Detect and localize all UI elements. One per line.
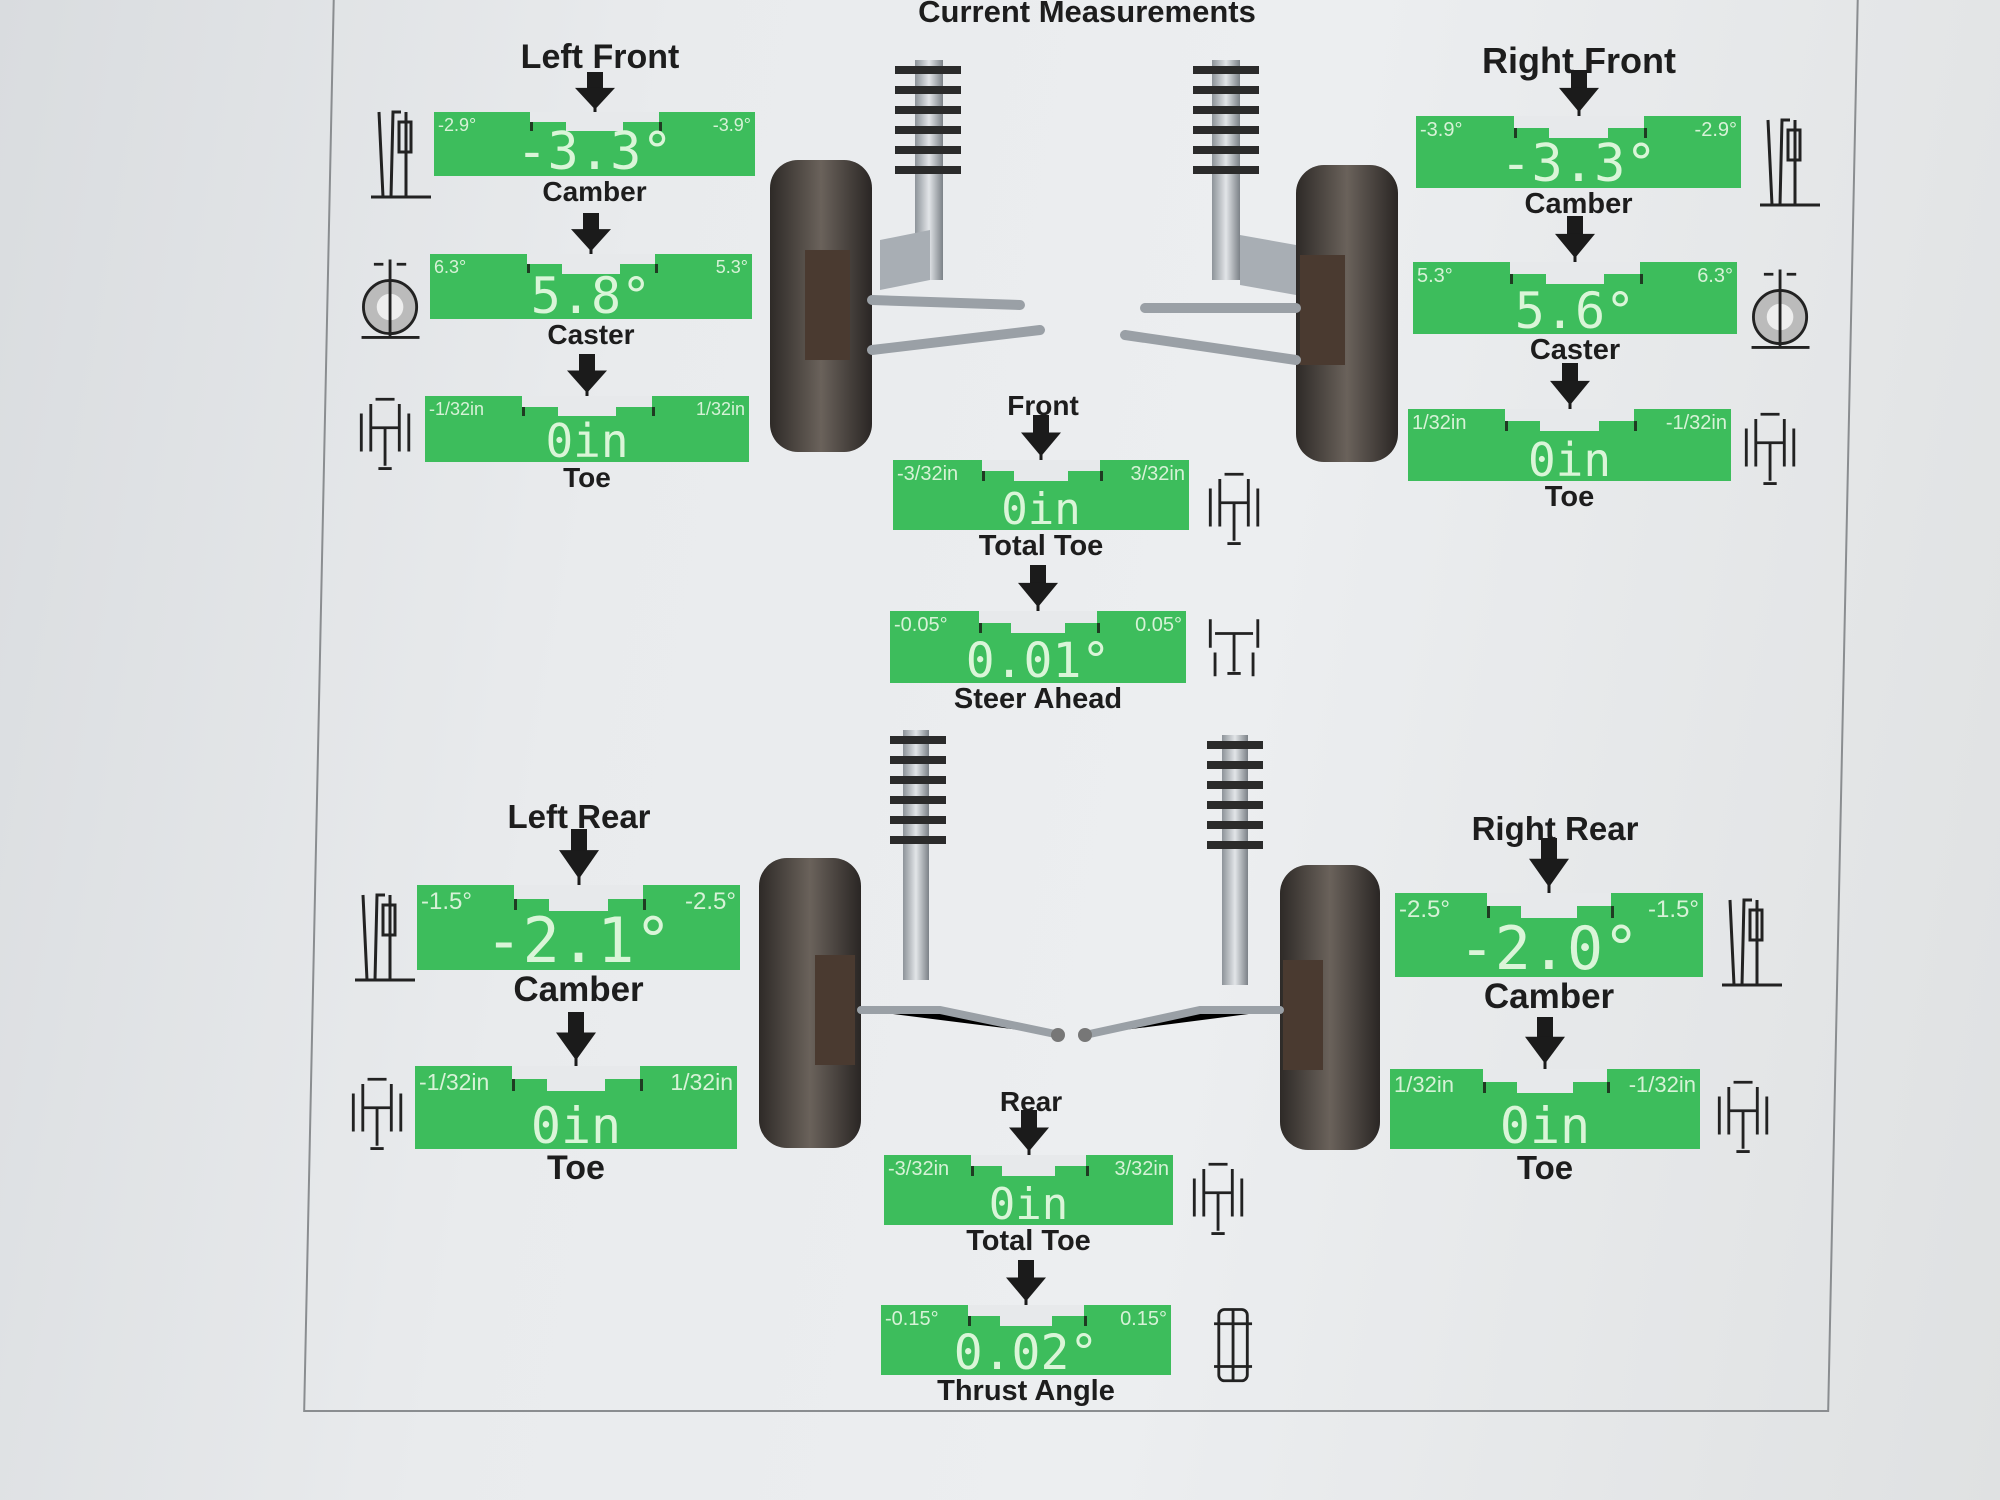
right-front-toe-range-bar: 1/32in -1/32in 0in bbox=[1408, 409, 1731, 487]
right-front-caster-max-value: 6.3° bbox=[1697, 264, 1733, 287]
right-rear-toe-max-value: -1/32in bbox=[1628, 1072, 1696, 1098]
steer-ahead-current-value: 0.01° bbox=[965, 633, 1111, 689]
left-front-caster-max-value: 5.3° bbox=[715, 256, 748, 277]
front-left-wheel-illustration bbox=[770, 60, 1045, 452]
rear-total-toe-max-value: 3/32in bbox=[1114, 1157, 1170, 1180]
left-front-toe-range-bar: -1/32in 1/32in 0in bbox=[425, 396, 749, 468]
left-front-toe-min-value: -1/32in bbox=[429, 398, 485, 419]
rear-total-toe-min-value: -3/32in bbox=[888, 1157, 950, 1180]
left-rear-camber-label: Camber bbox=[513, 970, 644, 1009]
rear-total-toe-range-bar: -3/32in 3/32in 0in bbox=[884, 1155, 1173, 1230]
right-rear-toe-current-value: 0in bbox=[1499, 1097, 1591, 1155]
front-total-toe-max-value: 3/32in bbox=[1130, 462, 1186, 485]
right-rear-toe-range-bar: 1/32in -1/32in 0in bbox=[1390, 1069, 1700, 1155]
left-rear-toe-label: Toe bbox=[547, 1149, 605, 1187]
left-front-camber-range-bar: -2.9° -3.9° -3.3° bbox=[434, 112, 755, 182]
left-front-toe-label: Toe bbox=[563, 462, 611, 493]
right-front-caster-current-value: 5.6° bbox=[1514, 282, 1636, 340]
steer-ahead-range-bar: -0.05° 0.05° 0.01° bbox=[890, 611, 1186, 689]
steer-ahead-min-value: -0.05° bbox=[894, 613, 948, 636]
left-front-title: Left Front bbox=[520, 38, 680, 76]
left-front-caster-range-bar: 6.3° 5.3° 5.8° bbox=[430, 254, 752, 325]
front-total-toe-label: Total Toe bbox=[978, 530, 1104, 562]
camber-diagram-icon bbox=[1760, 118, 1820, 207]
camber-diagram-icon bbox=[1722, 898, 1782, 987]
right-front-toe-label: Toe bbox=[1544, 481, 1595, 513]
steer-ahead-max-value: 0.05° bbox=[1135, 613, 1182, 636]
right-front-toe-min-value: 1/32in bbox=[1412, 411, 1467, 434]
left-front-camber-max-value: -3.9° bbox=[712, 114, 751, 135]
left-front-camber-min-value: -2.9° bbox=[438, 114, 477, 135]
steer-diagram-icon bbox=[1208, 619, 1260, 677]
right-front-camber-min-value: -3.9° bbox=[1420, 118, 1463, 141]
left-rear-camber-min-value: -1.5° bbox=[421, 888, 472, 916]
toe-diagram-icon bbox=[1744, 412, 1796, 486]
right-rear-camber-label: Camber bbox=[1483, 977, 1615, 1016]
steer-ahead-label: Steer Ahead bbox=[953, 683, 1123, 715]
toe-diagram-icon bbox=[1192, 1162, 1244, 1236]
right-rear-camber-min-value: -2.5° bbox=[1399, 896, 1450, 924]
rear-total-toe-current-value: 0in bbox=[988, 1179, 1069, 1230]
left-front-camber-current-value: -3.3° bbox=[516, 122, 673, 182]
right-front-toe-max-value: -1/32in bbox=[1665, 411, 1727, 434]
right-rear-camber-max-value: -1.5° bbox=[1648, 896, 1699, 924]
right-front-caster-range-bar: 5.3° 6.3° 5.6° bbox=[1413, 262, 1737, 340]
left-front-toe-current-value: 0in bbox=[545, 414, 629, 468]
left-rear-toe-current-value: 0in bbox=[530, 1097, 622, 1155]
left-rear-toe-range-bar: -1/32in 1/32in 0in bbox=[415, 1066, 737, 1155]
thrust-angle-max-value: 0.15° bbox=[1120, 1307, 1167, 1330]
front-total-toe-min-value: -3/32in bbox=[897, 462, 959, 485]
toe-diagram-icon bbox=[359, 397, 411, 471]
right-front-camber-max-value: -2.9° bbox=[1694, 118, 1737, 141]
left-rear-camber-range-bar: -1.5° -2.5° -2.1° bbox=[417, 885, 740, 977]
right-front-caster-min-value: 5.3° bbox=[1417, 264, 1453, 287]
right-front-camber-label: Camber bbox=[1524, 188, 1633, 220]
left-rear-camber-current-value: -2.1° bbox=[485, 904, 672, 977]
thrust-angle-range-bar: -0.15° 0.15° 0.02° bbox=[881, 1305, 1171, 1381]
rear-total-toe-label: Total Toe bbox=[966, 1225, 1091, 1257]
camber-diagram-icon bbox=[355, 893, 415, 982]
left-rear-toe-max-value: 1/32in bbox=[670, 1069, 733, 1096]
right-rear-camber-current-value: -2.0° bbox=[1458, 914, 1640, 984]
thrust-angle-current-value: 0.02° bbox=[953, 1325, 1099, 1381]
page-title: Current Measurements bbox=[918, 0, 1256, 29]
left-rear-title: Left Rear bbox=[507, 798, 651, 835]
left-front-caster-current-value: 5.8° bbox=[530, 267, 652, 325]
toe-diagram-icon bbox=[351, 1077, 403, 1151]
right-front-toe-current-value: 0in bbox=[1527, 433, 1612, 487]
left-front-caster-label: Caster bbox=[547, 319, 635, 350]
rear-right-wheel-illustration bbox=[1078, 735, 1380, 1150]
right-rear-camber-range-bar: -2.5° -1.5° -2.0° bbox=[1395, 893, 1703, 984]
front-total-toe-current-value: 0in bbox=[1001, 484, 1081, 535]
right-front-caster-label: Caster bbox=[1529, 334, 1621, 366]
toe-diagram-icon bbox=[1717, 1080, 1769, 1154]
left-rear-toe-min-value: -1/32in bbox=[419, 1069, 490, 1096]
right-rear-toe-label: Toe bbox=[1516, 1149, 1574, 1186]
thrust-angle-min-value: -0.15° bbox=[885, 1307, 939, 1330]
front-total-toe-range-bar: -3/32in 3/32in 0in bbox=[893, 460, 1189, 535]
left-front-caster-min-value: 6.3° bbox=[434, 256, 467, 277]
caster-diagram-icon bbox=[1751, 269, 1810, 349]
rear-left-wheel-illustration bbox=[759, 730, 1065, 1148]
left-front-camber-label: Camber bbox=[542, 176, 647, 207]
right-front-camber-current-value: -3.3° bbox=[1500, 134, 1657, 194]
right-rear-toe-min-value: 1/32in bbox=[1394, 1072, 1454, 1098]
left-rear-camber-max-value: -2.5° bbox=[685, 888, 736, 916]
front-right-wheel-illustration bbox=[1120, 60, 1398, 462]
left-front-toe-max-value: 1/32in bbox=[695, 398, 745, 419]
camber-diagram-icon bbox=[371, 110, 431, 199]
thrust-diagram-icon bbox=[1214, 1308, 1253, 1383]
caster-diagram-icon bbox=[361, 259, 420, 339]
right-front-camber-range-bar: -3.9° -2.9° -3.3° bbox=[1416, 116, 1741, 194]
toe-diagram-icon bbox=[1208, 472, 1260, 546]
thrust-angle-label: Thrust Angle bbox=[937, 1375, 1115, 1407]
